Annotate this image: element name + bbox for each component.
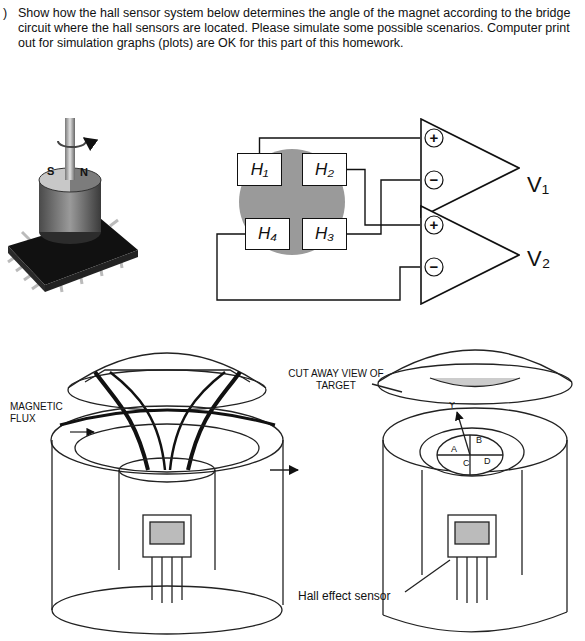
input-sign: + <box>425 216 443 234</box>
sensor-pin <box>171 557 172 603</box>
quadrant-label: D <box>484 456 491 466</box>
pole-label: S <box>47 165 54 178</box>
y-axis <box>457 412 470 455</box>
sensor-pin <box>181 557 182 600</box>
post-top <box>119 458 215 482</box>
op-amp: +− <box>420 118 520 218</box>
hall-sensor-box: H₁ <box>237 153 282 186</box>
housing-side <box>51 440 52 610</box>
shaft <box>65 118 75 180</box>
cap-rim <box>378 364 572 404</box>
housing-side <box>382 440 383 615</box>
sensor-name: H₃ <box>315 224 334 244</box>
post-side <box>118 470 119 570</box>
flux-loop <box>60 410 275 425</box>
leader-line <box>372 384 402 392</box>
cap-dome <box>378 350 572 382</box>
sensor-chip <box>448 515 496 557</box>
hall-sensor-box: H₃ <box>302 218 347 250</box>
question-text: Show how the hall sensor system below de… <box>18 6 574 51</box>
quadrant-label: A <box>451 444 457 454</box>
leader-line <box>70 431 94 432</box>
hall-sensor-box: H₂ <box>302 153 347 186</box>
sensor-name: H₁ <box>251 160 269 180</box>
pin <box>110 220 118 226</box>
target-ring-inner <box>75 424 259 472</box>
pole-label: N <box>80 166 88 179</box>
input-circle <box>425 216 443 234</box>
input-sign: − <box>425 258 443 276</box>
post-side <box>521 470 522 575</box>
hall-sensor-box: H₄ <box>245 218 290 250</box>
input-circle <box>425 171 443 189</box>
cap-cutaway <box>430 378 520 387</box>
wire <box>347 170 420 226</box>
flux-line <box>188 372 240 470</box>
inner-ring <box>420 428 524 476</box>
sensor-pin <box>151 557 152 600</box>
input-circle <box>425 258 443 276</box>
op-amp: +− <box>420 205 520 305</box>
flux-line <box>95 372 148 470</box>
op-amp-triangle <box>421 206 519 304</box>
sensor-name: H₄ <box>258 224 277 244</box>
sensor-name: H₂ <box>315 160 334 180</box>
chip-side <box>45 250 138 292</box>
housing-side <box>566 440 567 612</box>
post-side <box>214 470 215 570</box>
flux-arrow <box>270 469 298 471</box>
input-sign: + <box>425 129 443 147</box>
cap-inner <box>85 370 250 382</box>
output-voltage: V₂ <box>527 246 550 271</box>
rotation-arrow <box>58 138 86 147</box>
axis-label: Y <box>449 400 455 410</box>
sensor-pin <box>466 557 467 603</box>
magnet-disc <box>239 149 345 255</box>
housing-bottom <box>52 586 282 634</box>
sensor-chip <box>143 515 191 557</box>
flux-line <box>110 372 165 470</box>
sensor-pin <box>476 557 477 603</box>
wire <box>347 180 420 234</box>
callout-text: Hall effect sensor <box>298 590 391 604</box>
output-voltage: V₁ <box>527 172 549 197</box>
sensor-die <box>150 522 184 544</box>
item-marker: ) <box>3 6 7 20</box>
housing-bottom <box>383 612 567 632</box>
cap-dome <box>68 353 266 388</box>
chip-side <box>8 246 45 292</box>
sensor-die <box>455 522 489 544</box>
sensor-pin <box>161 557 162 603</box>
input-sign: − <box>425 171 443 189</box>
quadrant-label: C <box>463 458 470 468</box>
target-ring <box>51 406 283 474</box>
post-side <box>421 470 422 575</box>
quadrant-label: B <box>476 435 482 445</box>
op-amp-triangle <box>421 119 519 217</box>
callout-text: CUT AWAY VIEW OF TARGET <box>288 368 384 391</box>
flux-line <box>170 372 225 470</box>
magnet-chip-photo <box>8 118 138 292</box>
target-illustration <box>372 350 572 632</box>
sensor-pin <box>456 557 457 600</box>
flux-illustration <box>51 353 298 634</box>
input-circle <box>425 129 443 147</box>
callout-text: MAGNETIC FLUX <box>10 401 72 424</box>
pin <box>22 232 30 240</box>
sensor-pin <box>486 557 487 600</box>
housing-side <box>282 440 283 605</box>
leader-line <box>405 560 450 592</box>
wire <box>260 138 421 153</box>
